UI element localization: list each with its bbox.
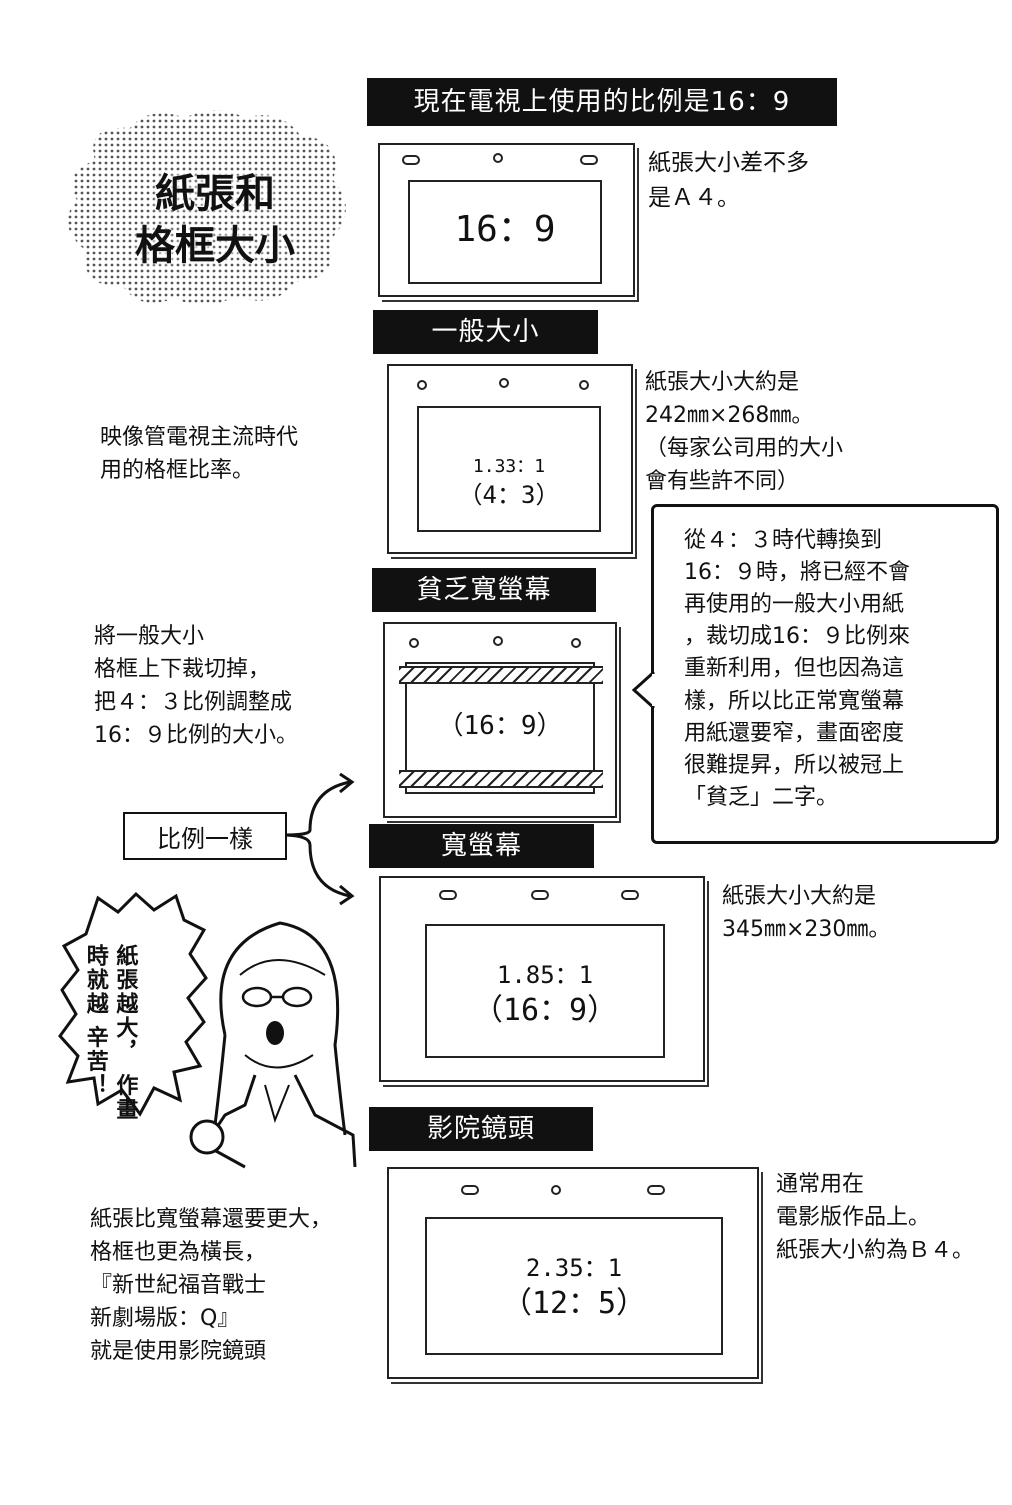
peg-hole [551,1185,561,1195]
peg-hole [461,1185,479,1195]
peg-hole [531,890,549,900]
peg-hole [417,380,427,390]
wide-label-bar: 寬螢幕 [369,824,594,868]
title-burst [67,110,346,306]
poor-wide-label-bar: 貧乏寬螢幕 [372,568,596,612]
frame-standard-ratio-2: （4：3） [458,481,560,509]
character-illustration [189,921,357,1169]
speech-bubble [58,891,208,1117]
frame-wide-paper: 1.85：1 （16：9） [379,876,705,1082]
title-block: 紙張和 格框大小 [120,168,310,272]
frame-standard-border [417,406,601,532]
callout-pointer [631,670,656,710]
peg-hole [493,636,503,646]
poor-wide-callout-text: 從４：３時代轉換到 16：９時，將已經不會 再使用的一般大小用紙 ，裁切成16：… [684,528,910,810]
frame-standard-paper: 1.33：1 （4：3） [387,364,633,554]
peg-hole [493,153,503,163]
header-bar: 現在電視上使用的比例是16：9 [367,78,837,126]
crop-band-top [399,666,603,684]
frame-poor-wide-border [405,662,595,794]
peg-hole [409,638,419,648]
standard-left-note: 映像管電視主流時代 用的格框比率。 [100,425,299,483]
peg-hole [402,155,420,165]
frame-wide-ratio-1: 1.85：1 [496,961,594,989]
frame-16-9-ratio: 16：9 [454,209,556,250]
frame-16-9-note: 紙張大小差不多 是Ａ４。 [648,150,809,211]
cinema-label: 影院鏡頭 [426,1114,535,1144]
frame-poor-wide-ratio: （16：9） [437,711,563,741]
cinema-left-note: 紙張比寬螢幕還要更大， 格框也更為橫長， 『新世紀福音戰士 新劇場版：Q』 就是… [90,1207,333,1364]
frame-cinema-ratio-2: （12：5） [501,1286,647,1321]
peg-hole [647,1185,665,1195]
peg-hole [499,378,509,388]
standard-label: 一般大小 [431,317,540,347]
frame-16-9-paper: 16：9 [378,143,635,297]
same-ratio-label: 比例一樣 [157,824,253,853]
frame-poor-wide-paper: （16：9） [383,622,617,818]
standard-label-bar: 一般大小 [373,310,598,354]
peg-hole [580,155,598,165]
cinema-right-note: 通常用在 電影版作品上。 紙張大小約為Ｂ４。 [776,1172,975,1263]
peg-hole [621,890,639,900]
frame-cinema-paper: 2.35：1 （12：5） [387,1167,759,1379]
frame-cinema-border [425,1217,723,1355]
wide-right-note: 紙張大小大約是 345㎜×230㎜。 [722,884,891,942]
title-line-2: 格框大小 [135,222,295,269]
poor-wide-left-note: 將一般大小 格框上下裁切掉， 把４：３比例調整成 16：９比例的大小。 [94,624,298,748]
frame-standard-ratio-1: 1.33：1 [472,456,546,477]
poor-wide-label: 貧乏寬螢幕 [416,575,552,605]
cinema-label-bar: 影院鏡頭 [369,1107,593,1151]
header-label: 現在電視上使用的比例是16：9 [413,87,791,117]
peg-hole [571,638,581,648]
frame-wide-border [425,924,665,1058]
standard-right-note: 紙張大小大約是 242㎜×268㎜。 （每家公司用的大小 會有些許不同） [645,370,844,494]
poor-wide-callout: 從４：３時代轉換到 16：９時，將已經不會 再使用的一般大小用紙 ，裁切成16：… [651,504,999,844]
same-ratio-brace [285,772,355,906]
frame-wide-ratio-2: （16：9） [472,993,618,1028]
peg-hole [439,890,457,900]
title-line-1: 紙張和 [155,170,275,217]
same-ratio-box: 比例一樣 [123,812,287,860]
frame-cinema-ratio-1: 2.35：1 [525,1254,623,1282]
peg-hole [579,380,589,390]
wide-label: 寬螢幕 [440,831,522,861]
speech-text: 紙張越大， 作畫時就越 辛苦！ [82,944,138,1122]
crop-band-bottom [399,770,603,788]
frame-16-9-border [408,180,602,284]
